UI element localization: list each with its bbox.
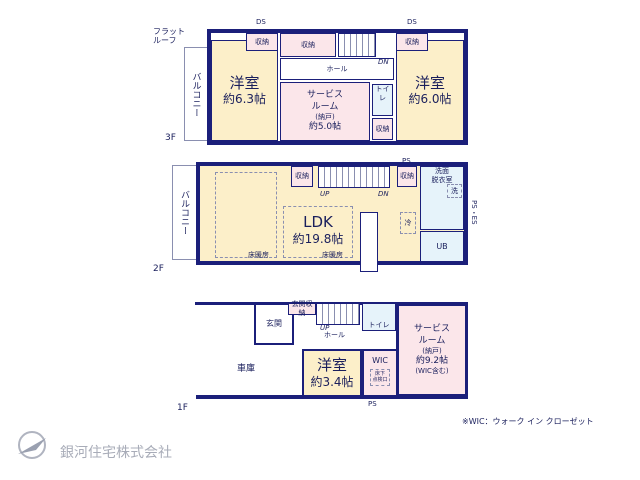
room-sub: (納戸): [422, 346, 442, 355]
floor-heating-label: 床暖房: [322, 251, 343, 259]
up-label: UP: [320, 324, 330, 332]
room-size: 約9.2帖: [415, 355, 449, 366]
stairs: [316, 303, 360, 325]
wic: WIC 床下 点検口: [362, 349, 398, 397]
room-western-left: 洋室約6.3帖: [211, 40, 278, 141]
storage: 収納: [291, 166, 313, 187]
bath-label: UB: [436, 241, 448, 251]
room-name: 洋室: [229, 73, 260, 92]
washroom: 洗面 脱衣室: [420, 166, 464, 230]
underfloor-hatch: 床下 点検口: [370, 369, 390, 386]
storage: 収納: [396, 33, 428, 51]
room-size: 約5.0帖: [308, 121, 342, 132]
ps-label: PS: [402, 157, 411, 165]
fridge: 冷: [400, 212, 416, 234]
room-sub: (納戸): [315, 112, 335, 121]
room-name: サービス ルーム: [413, 324, 450, 346]
floor-heating-label: 床暖房: [248, 251, 269, 259]
floor-label: 1F: [177, 403, 188, 413]
service-room-3f: サービス ルーム(納戸)約5.0帖: [280, 82, 370, 141]
room-size: 約3.4帖: [310, 374, 354, 389]
room-name: 洋室: [414, 73, 445, 92]
entrance: 玄関: [254, 303, 294, 345]
storage: 収納: [280, 33, 336, 57]
wic-note: ※WIC：ウォーク イン クローゼット: [462, 417, 594, 426]
balcony-2f: バルコニー: [172, 165, 197, 260]
flat-roof-label: フラット ルーフ: [153, 27, 185, 45]
ps-es-label: PS・ES: [470, 200, 478, 225]
room-size: 約6.0帖: [408, 92, 452, 107]
ds-label: DS: [256, 18, 266, 26]
room-note: (WIC含む): [415, 366, 449, 375]
floor-label: 2F: [153, 264, 164, 274]
ds-label: DS: [407, 18, 417, 26]
stairs: [318, 166, 390, 188]
stairs: [338, 33, 376, 57]
floor-heating-zone: [283, 206, 353, 258]
storage: 収納: [372, 118, 393, 140]
bathroom: UB: [420, 231, 464, 262]
room-name: サービス ルーム: [306, 90, 343, 112]
room-name: LDK: [303, 213, 333, 232]
ps-label: PS: [368, 400, 377, 408]
room-size: 約19.8帖: [292, 231, 344, 246]
logo-icon: [18, 431, 46, 459]
room-size: 約6.3帖: [222, 92, 267, 107]
company-logo: 銀河住宅株式会社: [14, 428, 214, 468]
garage: 車庫: [196, 350, 296, 390]
wic-label: WIC: [372, 356, 388, 365]
entrance-storage: 玄関収納: [288, 300, 316, 317]
wall: [196, 395, 468, 399]
company-name: 銀河住宅株式会社: [60, 445, 172, 461]
washer: 洗: [447, 184, 462, 198]
toilet: トイレ: [372, 84, 393, 116]
floor-label: 3F: [165, 133, 176, 143]
toilet: トイレ: [362, 303, 396, 331]
up-label: UP: [320, 190, 330, 198]
room-western-1f: 洋室約3.4帖: [302, 349, 362, 397]
kitchen-counter: [360, 212, 378, 272]
service-room-1f: サービス ルーム(納戸)約9.2帖(WIC含む): [396, 303, 468, 397]
floor-3f: フラット ルーフ DS DS バルコニー 洋室約6.3帖 収納 収納 ホール D…: [0, 0, 640, 150]
down-label: DN: [378, 190, 389, 198]
room-western-right: 洋室約6.0帖: [396, 40, 464, 141]
down-label: DN: [378, 58, 389, 66]
room-name: 洋室: [316, 356, 347, 375]
storage: 収納: [397, 166, 417, 187]
balcony-3f: バルコニー: [184, 47, 208, 141]
storage: 収納: [246, 33, 278, 51]
floor-heating-zone: [215, 172, 277, 258]
hall: ホール: [280, 58, 394, 80]
